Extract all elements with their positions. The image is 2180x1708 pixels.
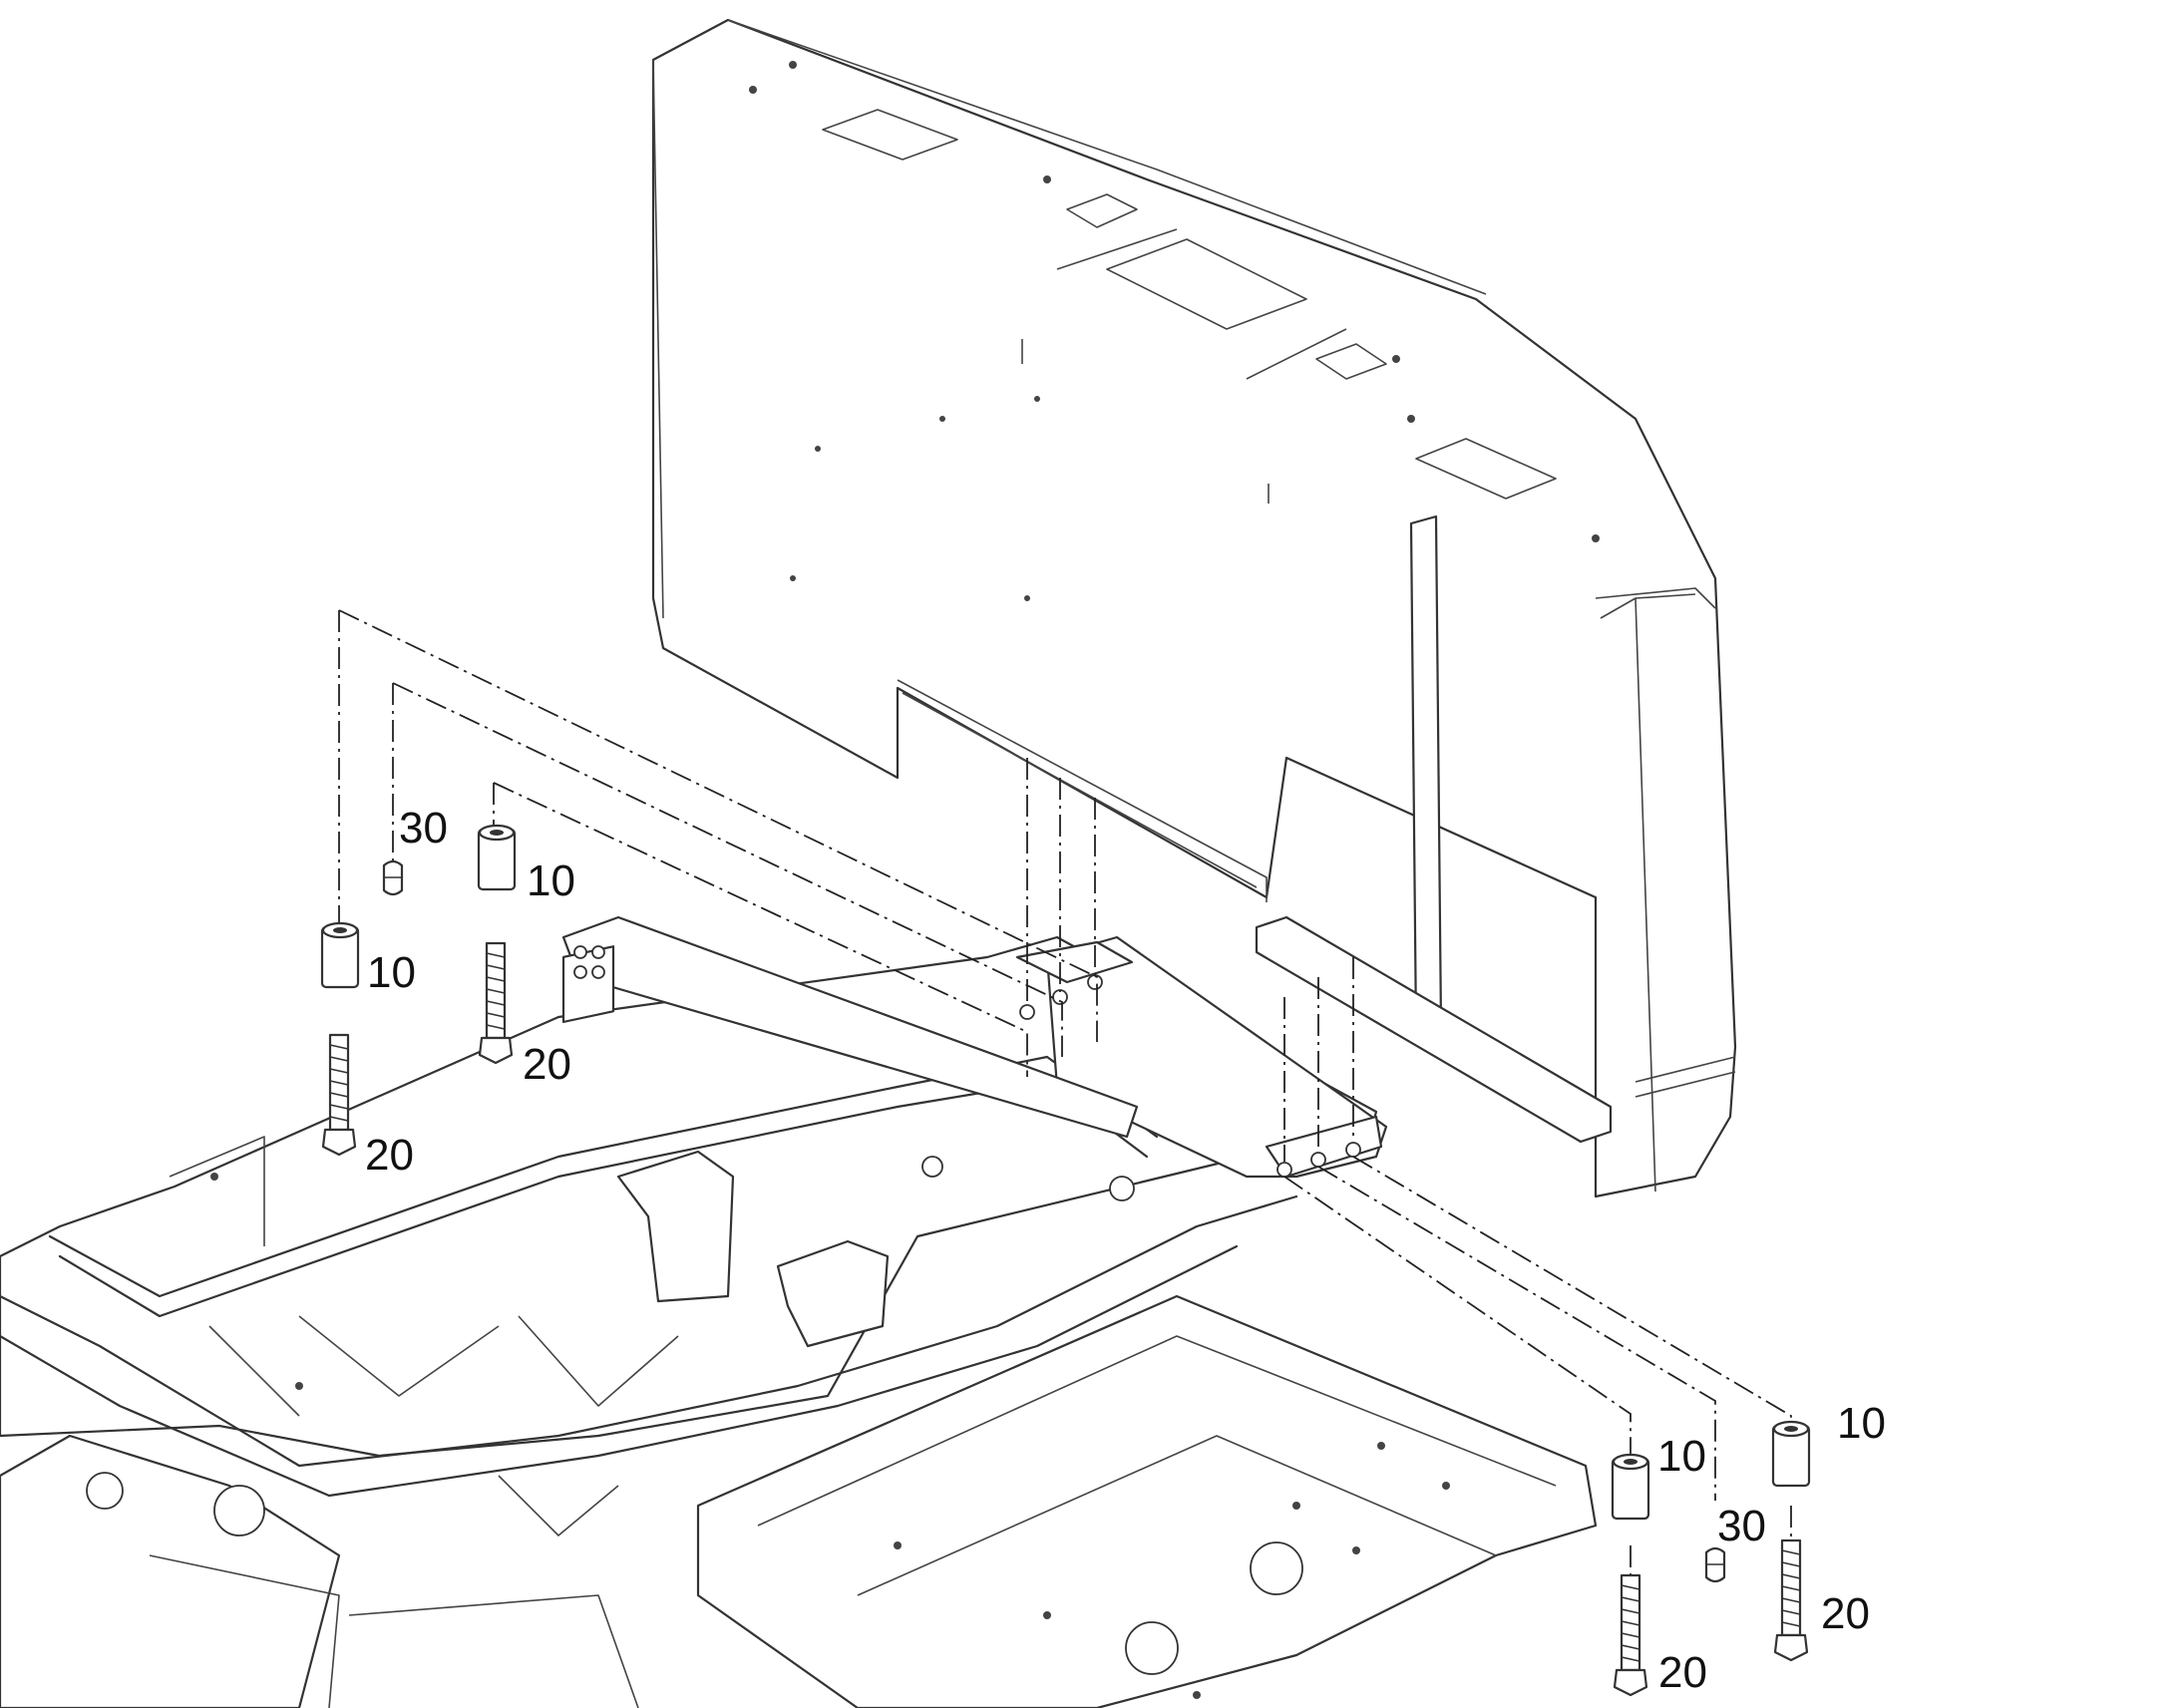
bolt-left2 [478, 941, 514, 1065]
callout-spacer-right2: 10 [1837, 1399, 1886, 1448]
pin-left [382, 859, 404, 896]
bolt-right2 [1773, 1538, 1809, 1662]
spacer-right1 [1611, 1453, 1650, 1521]
spacer-left [320, 921, 360, 989]
counterweight [651, 18, 1737, 1198]
callout-bolt-left: 20 [365, 1131, 414, 1180]
bolt-left [321, 1033, 357, 1157]
callout-bolt-right2: 20 [1821, 1589, 1870, 1638]
spacer-right2 [1771, 1420, 1811, 1488]
chassis-frame [0, 915, 1598, 1708]
bolt-right1 [1613, 1573, 1648, 1697]
leader-lines [338, 609, 1792, 1585]
callout-spacer-right1: 10 [1657, 1432, 1706, 1481]
callout-spacer-left2: 10 [527, 856, 575, 905]
callout-pin-right: 30 [1717, 1502, 1766, 1550]
callout-bolt-left2: 20 [523, 1040, 571, 1089]
spacer-left2 [477, 824, 517, 891]
callout-labels: 30 10 10 20 20 10 10 30 20 20 [365, 804, 1886, 1697]
callout-spacer-left: 10 [367, 948, 416, 997]
pin-right [1704, 1546, 1726, 1583]
callout-pin-left: 30 [399, 804, 448, 853]
callout-bolt-right1: 20 [1658, 1648, 1707, 1697]
